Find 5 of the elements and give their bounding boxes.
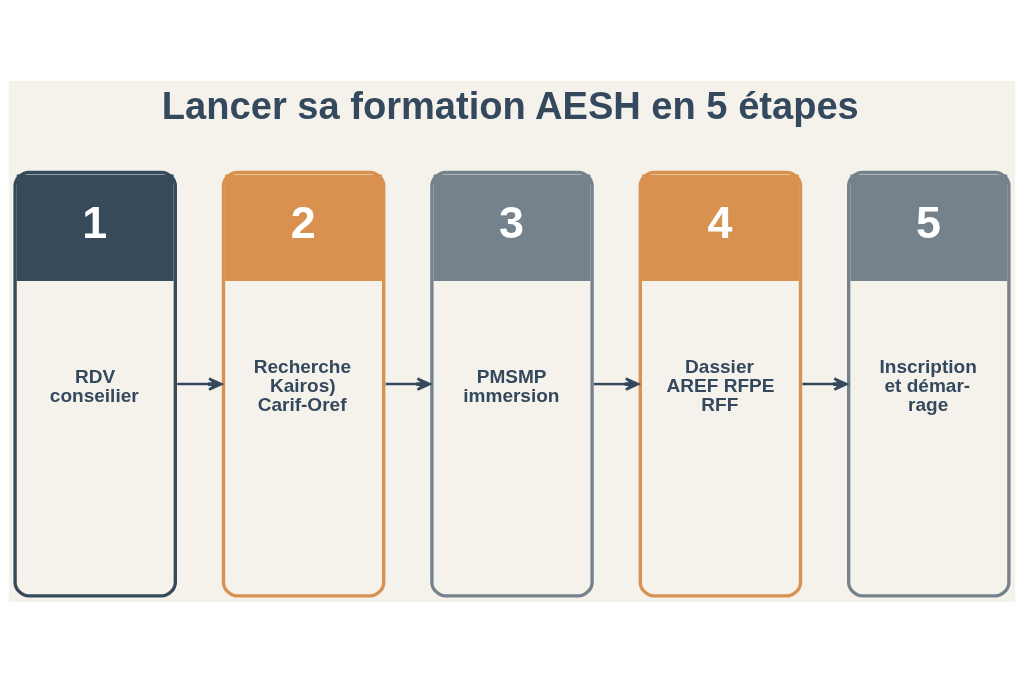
diagram-title: Lancer sa formation AESH en 5 étapes	[161, 85, 859, 128]
arrow	[177, 377, 223, 391]
arrow	[802, 377, 848, 391]
arrow	[385, 377, 432, 391]
arrow	[594, 377, 640, 391]
